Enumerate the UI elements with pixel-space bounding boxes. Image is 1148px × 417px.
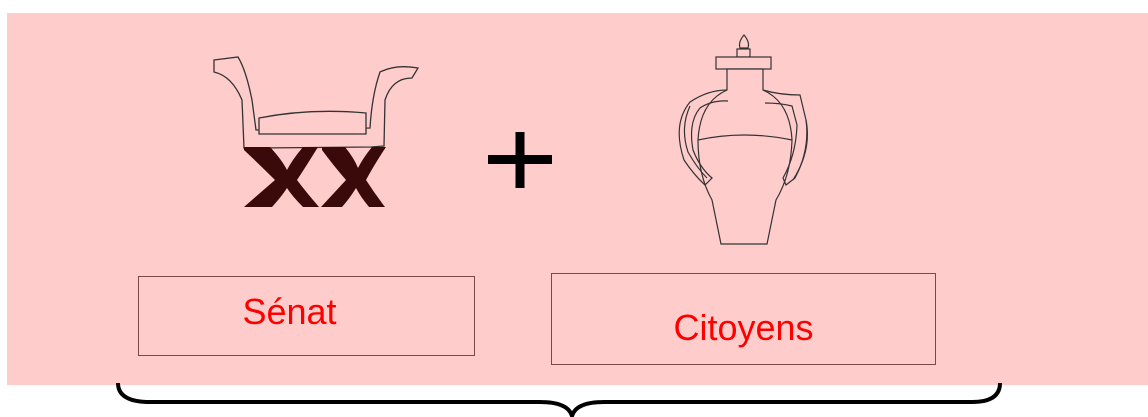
citoyens-label-box: Citoyens	[551, 273, 936, 365]
curly-brace	[116, 382, 1002, 417]
curule-chair-icon	[213, 56, 420, 149]
senat-label-box: Sénat	[138, 276, 475, 356]
amphora-icon	[678, 34, 809, 245]
diagram-panel	[7, 13, 1148, 385]
citoyens-label: Citoyens	[673, 307, 814, 348]
chair-legs	[244, 147, 386, 207]
senat-label: Sénat	[242, 291, 337, 332]
plus-icon	[488, 132, 552, 188]
